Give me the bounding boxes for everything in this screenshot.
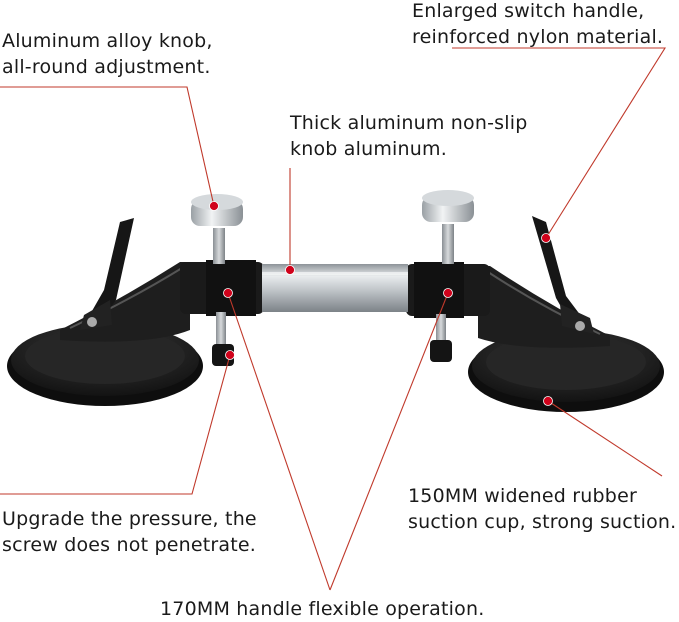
callout-screw-line-1: Upgrade the pressure, the (2, 508, 257, 530)
right-lower-screw (430, 314, 452, 362)
callout-bar: Thick aluminum non-slip knob aluminum. (290, 110, 527, 162)
callout-knob-line-1: Aluminum alloy knob, (2, 30, 213, 52)
callout-screw: Upgrade the pressure, the screw does not… (2, 506, 257, 558)
callout-screw-line-2: screw does not penetrate. (2, 534, 257, 556)
right-knob (422, 190, 474, 264)
callout-cup: 150MM widened rubber suction cup, strong… (408, 483, 676, 535)
left-clamp-body (180, 260, 264, 316)
callout-handle: 170MM handle flexible operation. (160, 596, 484, 622)
callout-switch-handle-line-2: reinforced nylon material. (412, 26, 664, 48)
callout-bar-line-2: knob aluminum. (290, 138, 447, 160)
left-suction-cup (7, 262, 203, 406)
left-knob (191, 194, 243, 264)
callout-switch-handle: Enlarged switch handle, reinforced nylon… (412, 0, 663, 50)
left-switch-lever (80, 218, 134, 330)
callout-switch-handle-line-1: Enlarged switch handle, (412, 0, 645, 22)
callout-bar-line-1: Thick aluminum non-slip (290, 112, 528, 134)
leader-lines (0, 47, 666, 591)
right-suction-cup (468, 266, 664, 412)
callout-handle-line-1: 170MM handle flexible operation. (160, 598, 485, 620)
callout-cup-line-1: 150MM widened rubber (408, 485, 637, 507)
right-switch-lever (532, 216, 594, 334)
callout-knob-line-2: all-round adjustment. (2, 56, 211, 78)
callout-knob: Aluminum alloy knob, all-round adjustmen… (2, 28, 213, 80)
marker-dots (209, 201, 553, 406)
aluminum-bar (262, 264, 408, 312)
callout-cup-line-2: suction cup, strong suction. (408, 511, 677, 533)
